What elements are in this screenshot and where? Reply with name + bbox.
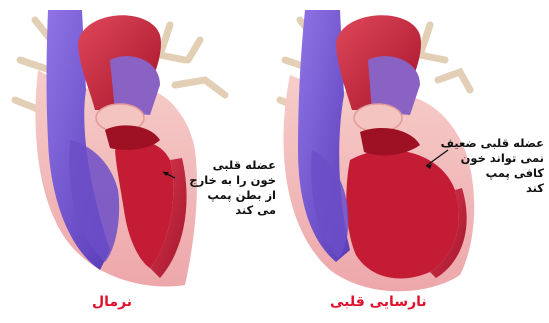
- failure-caption-line-4: کند: [448, 181, 544, 196]
- normal-title: نرمال: [92, 294, 132, 310]
- failure-caption: عضله قلبی ضعیف نمی تواند خون کافی پمپ کن…: [448, 136, 544, 196]
- failure-caption-line-1: عضله قلبی ضعیف: [448, 136, 544, 151]
- failure-caption-line-3: کافی پمپ: [448, 166, 544, 181]
- failure-caption-line-2: نمی تواند خون: [448, 151, 544, 166]
- normal-caption: عضله قلبی خون را به خارج از بطن پمپ می ک…: [196, 158, 276, 218]
- failure-valve: [354, 104, 402, 132]
- normal-caption-line-4: می کند: [196, 203, 276, 218]
- normal-caption-line-2: خون را به خارج: [196, 173, 276, 188]
- normal-caption-line-1: عضله قلبی: [196, 158, 276, 173]
- normal-caption-line-3: از بطن پمپ: [196, 188, 276, 203]
- failure-title: نارسایی قلبی: [330, 294, 427, 310]
- normal-heart: [15, 10, 225, 286]
